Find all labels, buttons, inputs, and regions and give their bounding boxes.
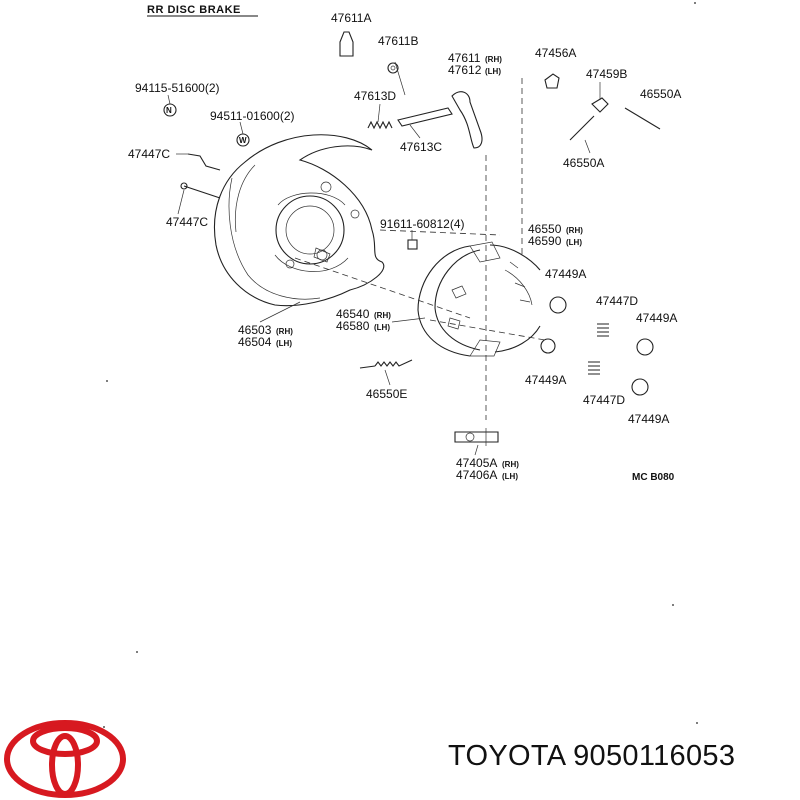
label-46540: 46540: [336, 307, 370, 321]
diagram-title: RR DISC BRAKE: [147, 4, 241, 16]
label-46504: 46504: [238, 335, 272, 349]
label-47611-rh: (RH): [485, 55, 502, 64]
label-47447c-top: 47447C: [128, 147, 170, 161]
label-47449a-2: 47449A: [636, 311, 677, 325]
label-46550: 46550: [528, 222, 562, 236]
svg-text:W: W: [239, 136, 247, 145]
label-46580-lh: (LH): [374, 323, 390, 332]
cup-47449a-1-part: [549, 296, 567, 314]
cup-47449a-4-part: [631, 378, 649, 396]
cup-47449a-3-part: [540, 338, 556, 354]
label-47459b: 47459B: [586, 67, 627, 81]
label-47611b: 47611B: [378, 34, 418, 48]
label-47456a: 47456A: [535, 46, 576, 60]
label-46550a-top: 46550A: [640, 87, 681, 101]
label-46550a-mid: 46550A: [563, 156, 604, 170]
label-47406a-lh: (LH): [502, 472, 518, 481]
label-47449a-3: 47449A: [525, 373, 566, 387]
label-46590: 46590: [528, 234, 562, 248]
label-47611a: 47611A: [331, 11, 371, 25]
label-47611: 47611: [448, 51, 481, 65]
pin-47447c-top-part: [187, 153, 221, 171]
label-47449a-4: 47449A: [628, 412, 669, 426]
label-47405a-rh: (RH): [502, 460, 519, 469]
adjuster-47459b-part: [591, 97, 609, 113]
label-47447c-bot: 47447C: [166, 215, 208, 229]
spring-47613d-part: [367, 120, 393, 130]
cup-47449a-2-part: [636, 338, 654, 356]
clip-47611a-part: [339, 31, 354, 57]
spring-47447d-bot-part: [588, 361, 600, 375]
toyota-logo-icon: [4, 720, 126, 798]
label-47613c: 47613C: [400, 140, 442, 154]
strut-47613c-part: [397, 107, 453, 127]
pin-47447c-bot-part: [183, 185, 221, 199]
label-46503-rh: (RH): [276, 327, 293, 336]
label-47447d-top: 47447D: [596, 294, 638, 308]
label-46540-rh: (RH): [374, 311, 391, 320]
label-47447d-bot: 47447D: [583, 393, 625, 407]
label-47612: 47612: [448, 63, 482, 77]
label-94511: 94511-01600(2): [210, 109, 295, 123]
label-47613d: 47613D: [354, 89, 396, 103]
spring-46550a-mid-part: [569, 115, 595, 141]
spring-46550e-part: [359, 359, 413, 369]
label-46590-lh: (LH): [566, 238, 582, 247]
label-47405a: 47405A: [456, 456, 497, 470]
label-46550-rh: (RH): [566, 226, 583, 235]
backing-plate-part: [213, 134, 385, 307]
label-47406a: 47406A: [456, 468, 497, 482]
svg-text:N: N: [166, 106, 172, 115]
adjuster-47405a-part: [454, 431, 499, 443]
bolt-91611-part: [407, 239, 418, 250]
spring-47447d-top-part: [597, 323, 609, 337]
label-47612-lh: (LH): [485, 67, 501, 76]
spring-46550a-top-part: [624, 107, 661, 130]
brand-part-number: TOYOTA 9050116053: [448, 740, 736, 772]
label-47449a-1: 47449A: [545, 267, 586, 281]
washer-47611b-part: [387, 62, 399, 74]
part-47456a: [544, 73, 560, 89]
label-46504-lh: (LH): [276, 339, 292, 348]
label-46580: 46580: [336, 319, 370, 333]
label-91611: 91611-60812(4): [380, 217, 465, 231]
label-46503: 46503: [238, 323, 272, 337]
label-46550e: 46550E: [366, 387, 407, 401]
lever-47611-part: [451, 91, 483, 149]
catalog-code: MC B080: [632, 472, 675, 483]
brake-shoe-part: [417, 241, 541, 357]
label-94115: 94115-51600(2): [135, 81, 220, 95]
